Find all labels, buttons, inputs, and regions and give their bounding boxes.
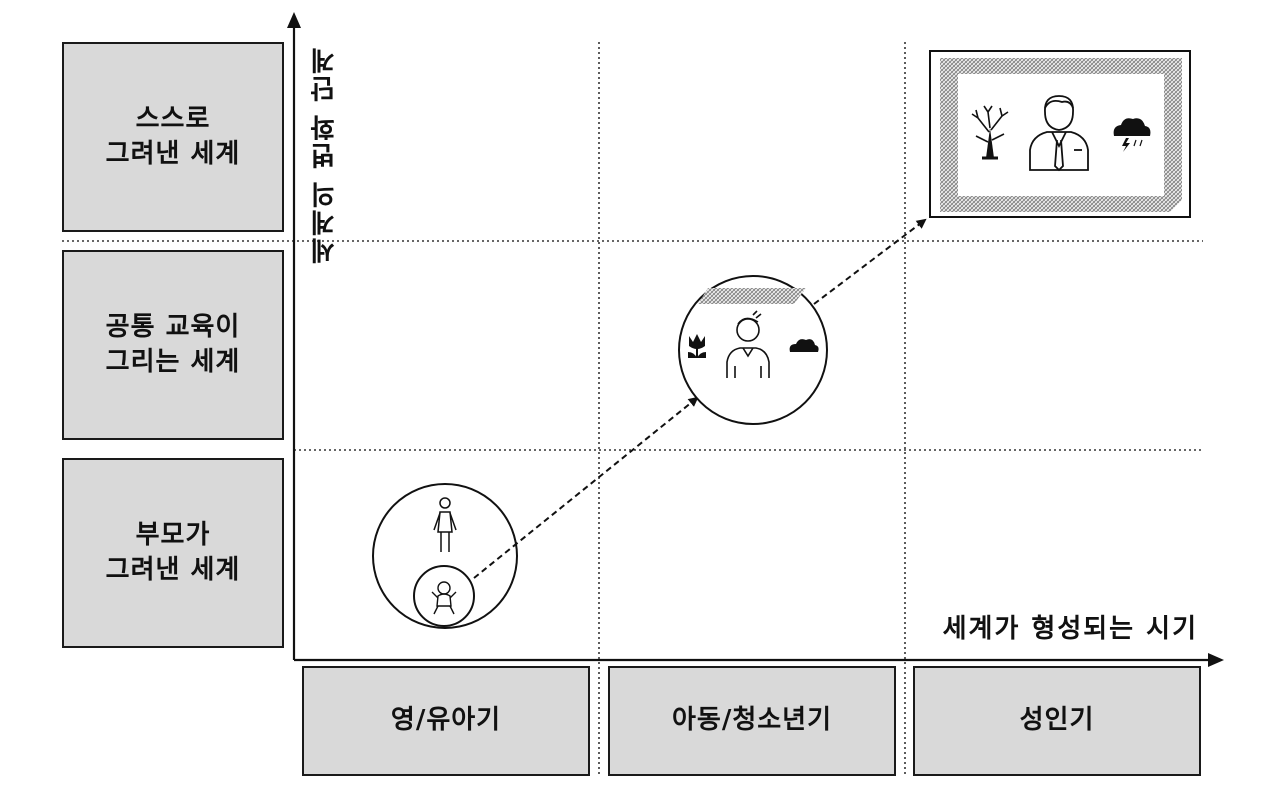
infant-stage-circle <box>372 483 518 629</box>
col-label-child: 아동/청소년기 <box>608 666 896 776</box>
businessman-icon <box>1029 95 1089 172</box>
col-label-adult: 성인기 <box>913 666 1201 776</box>
woman-icon <box>433 497 457 552</box>
arrow-infant-to-child <box>473 396 699 579</box>
boy-icon <box>726 310 770 378</box>
baby-icon <box>431 581 457 615</box>
y-axis-title: 세계의 변화 단계 <box>310 46 340 265</box>
col-label-infant: 영/유아기 <box>302 666 590 776</box>
grid-lines <box>62 42 1203 776</box>
tulip-icon <box>688 334 706 358</box>
adult-stage-frame <box>929 50 1191 218</box>
child-stage-circle <box>678 275 828 425</box>
row-label-parent-drawn-world: 부모가 그려낸 세계 <box>62 458 284 648</box>
frame-top-hatch <box>698 288 806 304</box>
bare-tree-icon <box>971 105 1009 160</box>
cloud-icon <box>789 339 819 352</box>
storm-cloud-icon <box>1113 118 1151 152</box>
x-axis-title: 세계가 형성되는 시기 <box>942 614 1198 644</box>
x-axis-arrow <box>1208 653 1224 667</box>
arrow-child-to-adult <box>813 218 927 305</box>
row-label-common-education-world: 공통 교육이 그리는 세계 <box>62 250 284 440</box>
axes <box>287 12 1224 667</box>
y-axis-arrow <box>287 12 301 28</box>
row-label-self-drawn-world: 스스로 그려낸 세계 <box>62 42 284 232</box>
